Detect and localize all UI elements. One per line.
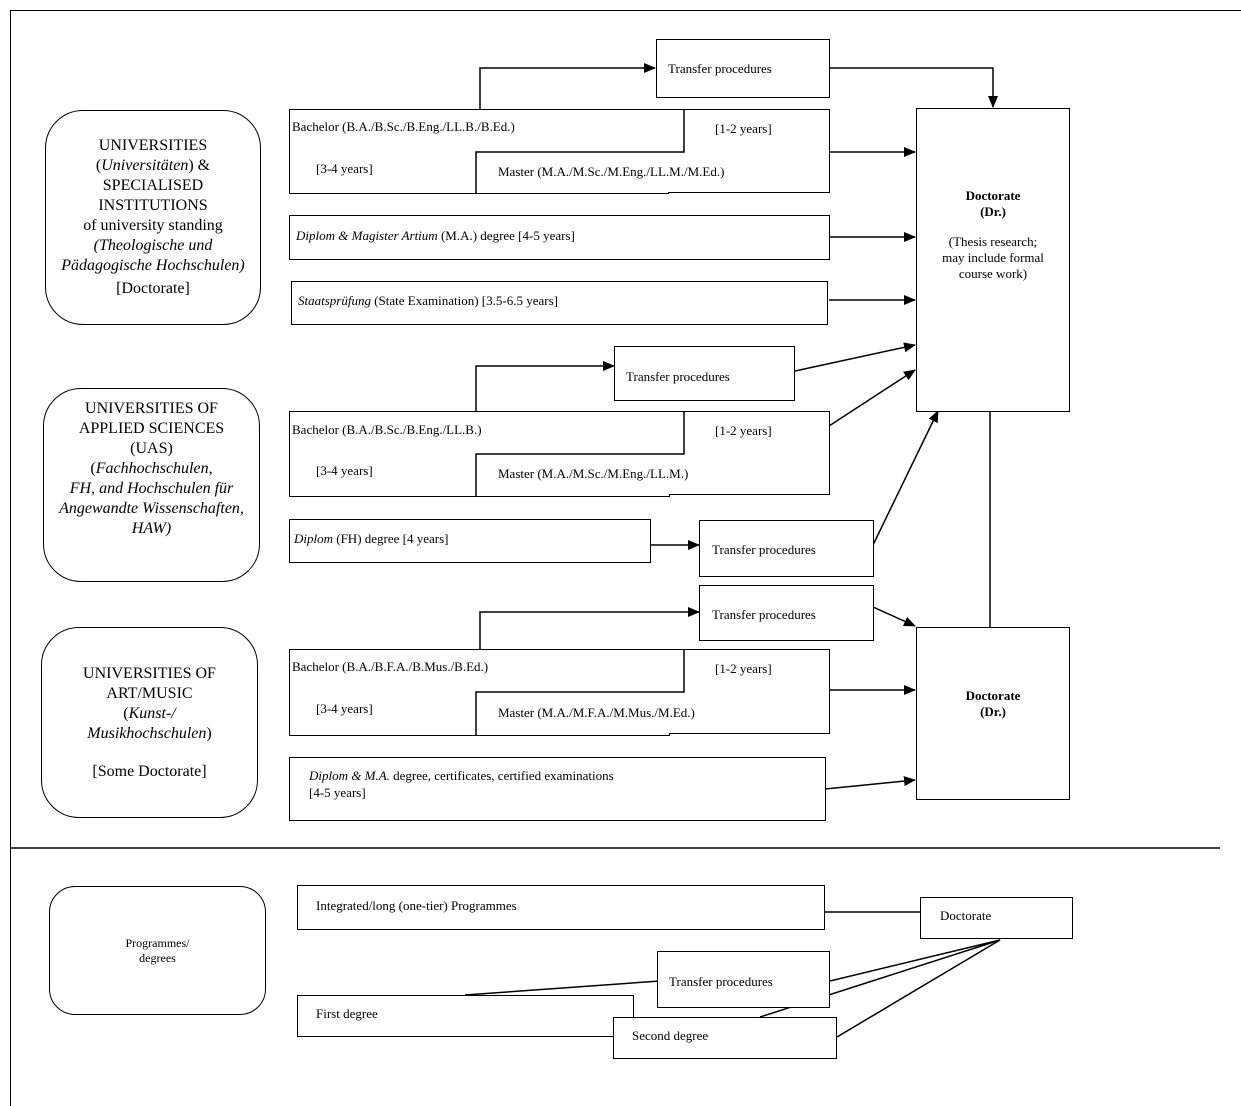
legend-second-degree-box: Second degree [613, 1017, 837, 1059]
uas-master-years: [1-2 years] [715, 423, 772, 438]
universities-title: UNIVERSITIES [98, 137, 208, 154]
doctorate-main-box: Doctorate (Dr.) (Thesis research; may in… [916, 108, 1070, 412]
legend-first-degree-box: First degree [297, 995, 634, 1037]
uni-diplom-box: Diplom & Magister Artium (M.A.) degree [… [289, 215, 830, 260]
uni-bachelor-label: Bachelor (B.A./B.Sc./B.Eng./LL.B./B.Ed.) [292, 119, 515, 134]
legend-programmes-box: Programmes/ degrees [49, 886, 266, 1015]
uni-bachelor-years: [3-4 years] [316, 161, 373, 176]
art-transfer-box: Transfer procedures [699, 585, 874, 641]
uas-title: UNIVERSITIES OF [85, 400, 218, 417]
uas-bachelor-years: [3-4 years] [316, 463, 373, 478]
legend-doctorate-box: Doctorate [920, 897, 1073, 939]
uas-box: UNIVERSITIES OF APPLIED SCIENCES (UAS) (… [43, 388, 260, 582]
diagram-frame [10, 10, 1241, 1106]
uni-staats-box: Staatsprüfung (State Examination) [3.5-6… [291, 281, 828, 325]
legend-integrated-box: Integrated/long (one-tier) Programmes [297, 885, 825, 930]
uas-diplom-transfer-box: Transfer procedures [699, 520, 874, 577]
legend-transfer-box: Transfer procedures [657, 951, 830, 1008]
art-master-label: Master (M.A./M.F.A./M.Mus./M.Ed.) [498, 705, 695, 720]
art-title: UNIVERSITIES OF [83, 664, 216, 682]
uas-diplom-box: Diplom (FH) degree [4 years] [289, 519, 651, 563]
doctorate-art-box: Doctorate (Dr.) [916, 627, 1070, 800]
art-bachelor-label: Bachelor (B.A./B.F.A./B.Mus./B.Ed.) [292, 659, 489, 674]
art-diplom-box: Diplom & M.A. degree, certificates, cert… [289, 757, 826, 821]
art-master-years: [1-2 years] [715, 661, 772, 676]
uas-bachelor-label: Bachelor (B.A./B.Sc./B.Eng./LL.B.) [292, 422, 482, 437]
uni-master-label: Master (M.A./M.Sc./M.Eng./LL.M./M.Ed.) [498, 164, 725, 179]
art-box: UNIVERSITIES OF ART/MUSIC (Kunst-/ Musik… [41, 627, 258, 818]
uas-transfer-box: Transfer procedures [614, 346, 795, 401]
uni-master-years: [1-2 years] [715, 121, 772, 136]
uni-transfer-box: Transfer procedures [656, 39, 830, 98]
universities-box: UNIVERSITIES (Universitäten) & SPECIALIS… [45, 110, 261, 325]
art-bachelor-years: [3-4 years] [316, 701, 373, 716]
uas-master-label: Master (M.A./M.Sc./M.Eng./LL.M.) [498, 466, 689, 481]
